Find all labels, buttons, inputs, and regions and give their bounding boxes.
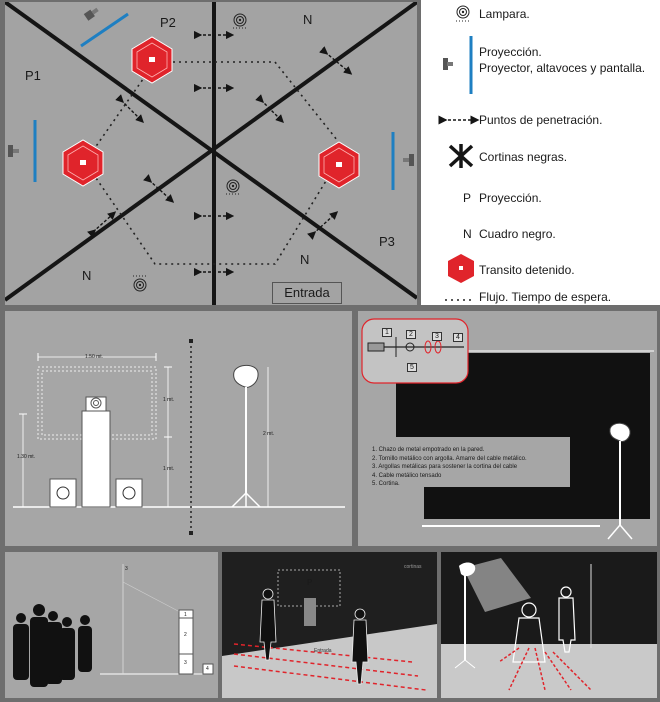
hexagon-icon — [62, 139, 104, 187]
floor-plan: P2 P1 P3 N N N Entrada — [5, 2, 417, 305]
projection-perspective-drawing — [222, 569, 437, 698]
label-n-top: N — [303, 12, 313, 27]
callout-4: 4 — [453, 333, 463, 342]
callout-5: 5 — [407, 363, 417, 372]
floor-plan-drawing — [5, 2, 417, 305]
callout-3: 3 — [432, 332, 442, 341]
lamp-icon — [133, 275, 147, 292]
projector-icon — [403, 154, 414, 166]
lamp-perspective — [441, 552, 657, 698]
curtain-detail: 1 2 3 4 5 1. Chazo de metal empotrado en… — [358, 311, 657, 546]
callout-2: 2 — [406, 330, 416, 339]
legend-item-curtains: Cortinas negras. — [421, 142, 660, 172]
lamp-icon — [456, 5, 470, 22]
projection-screen — [80, 12, 129, 48]
legend-item-penetration: Puntos de penetración. — [421, 108, 660, 138]
cortinas-label: cortinas — [404, 564, 422, 570]
projection-perspective: P cortinas Entrada — [222, 552, 437, 698]
legend-item-lamp: Lampara. — [421, 2, 660, 32]
hexagon-icon — [131, 36, 173, 84]
dots-icon — [445, 299, 475, 301]
projection-icon — [443, 36, 473, 94]
legend-item-n: N Cuadro negro. — [463, 227, 556, 241]
lamp-icon — [233, 13, 247, 29]
hexagon-icon — [318, 141, 360, 189]
height-label: 1.30 mt. — [17, 454, 36, 460]
label-p3: P3 — [379, 234, 395, 249]
penetration-arrows — [87, 30, 353, 277]
hexagon-icon — [448, 254, 474, 283]
label-p2: P2 — [160, 15, 176, 30]
label-p1: P1 — [25, 68, 41, 83]
projector-icon — [8, 145, 19, 157]
legend-item-flow: Flujo. Tiempo de espera. — [421, 287, 660, 305]
width-label: 1.50 mt. — [85, 354, 104, 360]
cross-icon — [448, 144, 474, 168]
elevation-view: 1.50 mt. 1.30 mt. 1 mt. 1 mt. 2 mt. — [5, 311, 352, 546]
legend: Lampara. Proyección. Proyector, altavoce… — [421, 0, 660, 305]
double-arrow-icon — [438, 115, 480, 125]
lamp-perspective-drawing — [441, 558, 657, 698]
n-letter: N — [463, 227, 472, 241]
people-silhouettes — [13, 604, 92, 687]
label-n-bottom-mid: N — [300, 252, 310, 267]
upper-label: 1 mt. — [163, 397, 175, 403]
label-n-bottom-left: N — [82, 268, 92, 283]
screen-label: P — [307, 578, 313, 587]
curtain-drawing — [361, 318, 654, 540]
legend-item-projection: Proyección. Proyector, altavoces y panta… — [421, 34, 660, 96]
callout-1: 1 — [382, 328, 392, 337]
lamp-height-label: 2 mt. — [263, 431, 275, 437]
legend-item-transit: Transito detenido. — [421, 254, 660, 284]
entrance-label: Entrada — [272, 282, 342, 304]
side-view-drawing — [13, 564, 214, 687]
lamp-icon — [226, 179, 240, 195]
projector-icon — [83, 7, 99, 21]
curtain-notes: 1. Chazo de metal empotrado en la pared.… — [372, 447, 527, 487]
side-view: 3 1 2 3 4 — [5, 552, 218, 698]
flow-path — [84, 61, 346, 265]
lower-label: 1 mt. — [163, 466, 175, 472]
p-letter: P — [463, 191, 472, 205]
legend-item-p: P Proyección. — [463, 191, 542, 205]
entrada-label: Entrada — [314, 648, 332, 654]
elevation-drawing — [13, 339, 345, 535]
